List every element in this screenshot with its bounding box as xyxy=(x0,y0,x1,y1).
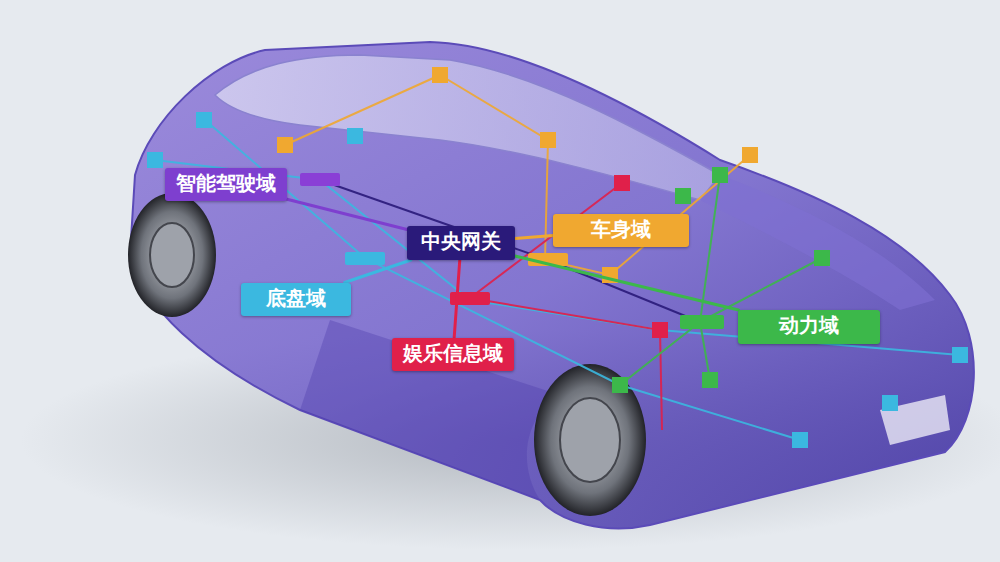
sensor xyxy=(702,372,718,388)
controller-chip xyxy=(345,252,385,265)
wire xyxy=(320,180,700,322)
domain-name: 智能驾驶域 xyxy=(176,171,276,196)
domain-label: 动力域 xyxy=(738,310,880,344)
sensor xyxy=(614,175,630,191)
domain-name: 底盘域 xyxy=(266,286,326,311)
car-hood xyxy=(700,175,935,310)
connector xyxy=(515,236,553,239)
domain-label: 中央网关 xyxy=(407,226,515,260)
domain-label: 娱乐信息域 xyxy=(392,338,514,371)
domain-controllers xyxy=(300,173,724,329)
car-glass xyxy=(215,55,720,200)
sensor xyxy=(347,128,363,144)
wire xyxy=(155,160,960,355)
connector xyxy=(287,199,407,229)
wiring xyxy=(155,75,960,440)
domain-name: 动力域 xyxy=(779,313,839,338)
sensor xyxy=(540,132,556,148)
connector xyxy=(454,260,460,338)
sensor xyxy=(652,322,668,338)
sensor xyxy=(612,377,628,393)
sensor xyxy=(792,432,808,448)
domain-label: 智能驾驶域 xyxy=(165,168,287,201)
controller-chip xyxy=(300,173,340,186)
connector xyxy=(345,260,411,283)
domain-name: 娱乐信息域 xyxy=(403,341,503,366)
sensor xyxy=(147,152,163,168)
sensor xyxy=(882,395,898,411)
wheel xyxy=(128,193,216,317)
connector xyxy=(515,256,739,310)
sensor xyxy=(742,147,758,163)
wire xyxy=(285,75,750,275)
sensor xyxy=(675,188,691,204)
rear-wheel xyxy=(128,193,216,317)
sensors xyxy=(147,67,968,448)
headlight xyxy=(880,395,950,445)
sensor xyxy=(952,347,968,363)
domain-name: 车身域 xyxy=(591,217,651,242)
wire xyxy=(620,175,822,385)
rim xyxy=(560,398,620,482)
car-side xyxy=(300,320,560,500)
sensor xyxy=(277,137,293,153)
rim xyxy=(150,223,194,287)
controller-chip xyxy=(680,315,724,329)
wire xyxy=(205,120,800,440)
car-body xyxy=(130,42,974,528)
sensor xyxy=(432,67,448,83)
sensor xyxy=(712,167,728,183)
domain-name: 中央网关 xyxy=(421,229,501,254)
sensor xyxy=(814,250,830,266)
domain-label: 车身域 xyxy=(553,214,689,247)
domain-label: 底盘域 xyxy=(241,283,351,316)
sensor xyxy=(196,112,212,128)
